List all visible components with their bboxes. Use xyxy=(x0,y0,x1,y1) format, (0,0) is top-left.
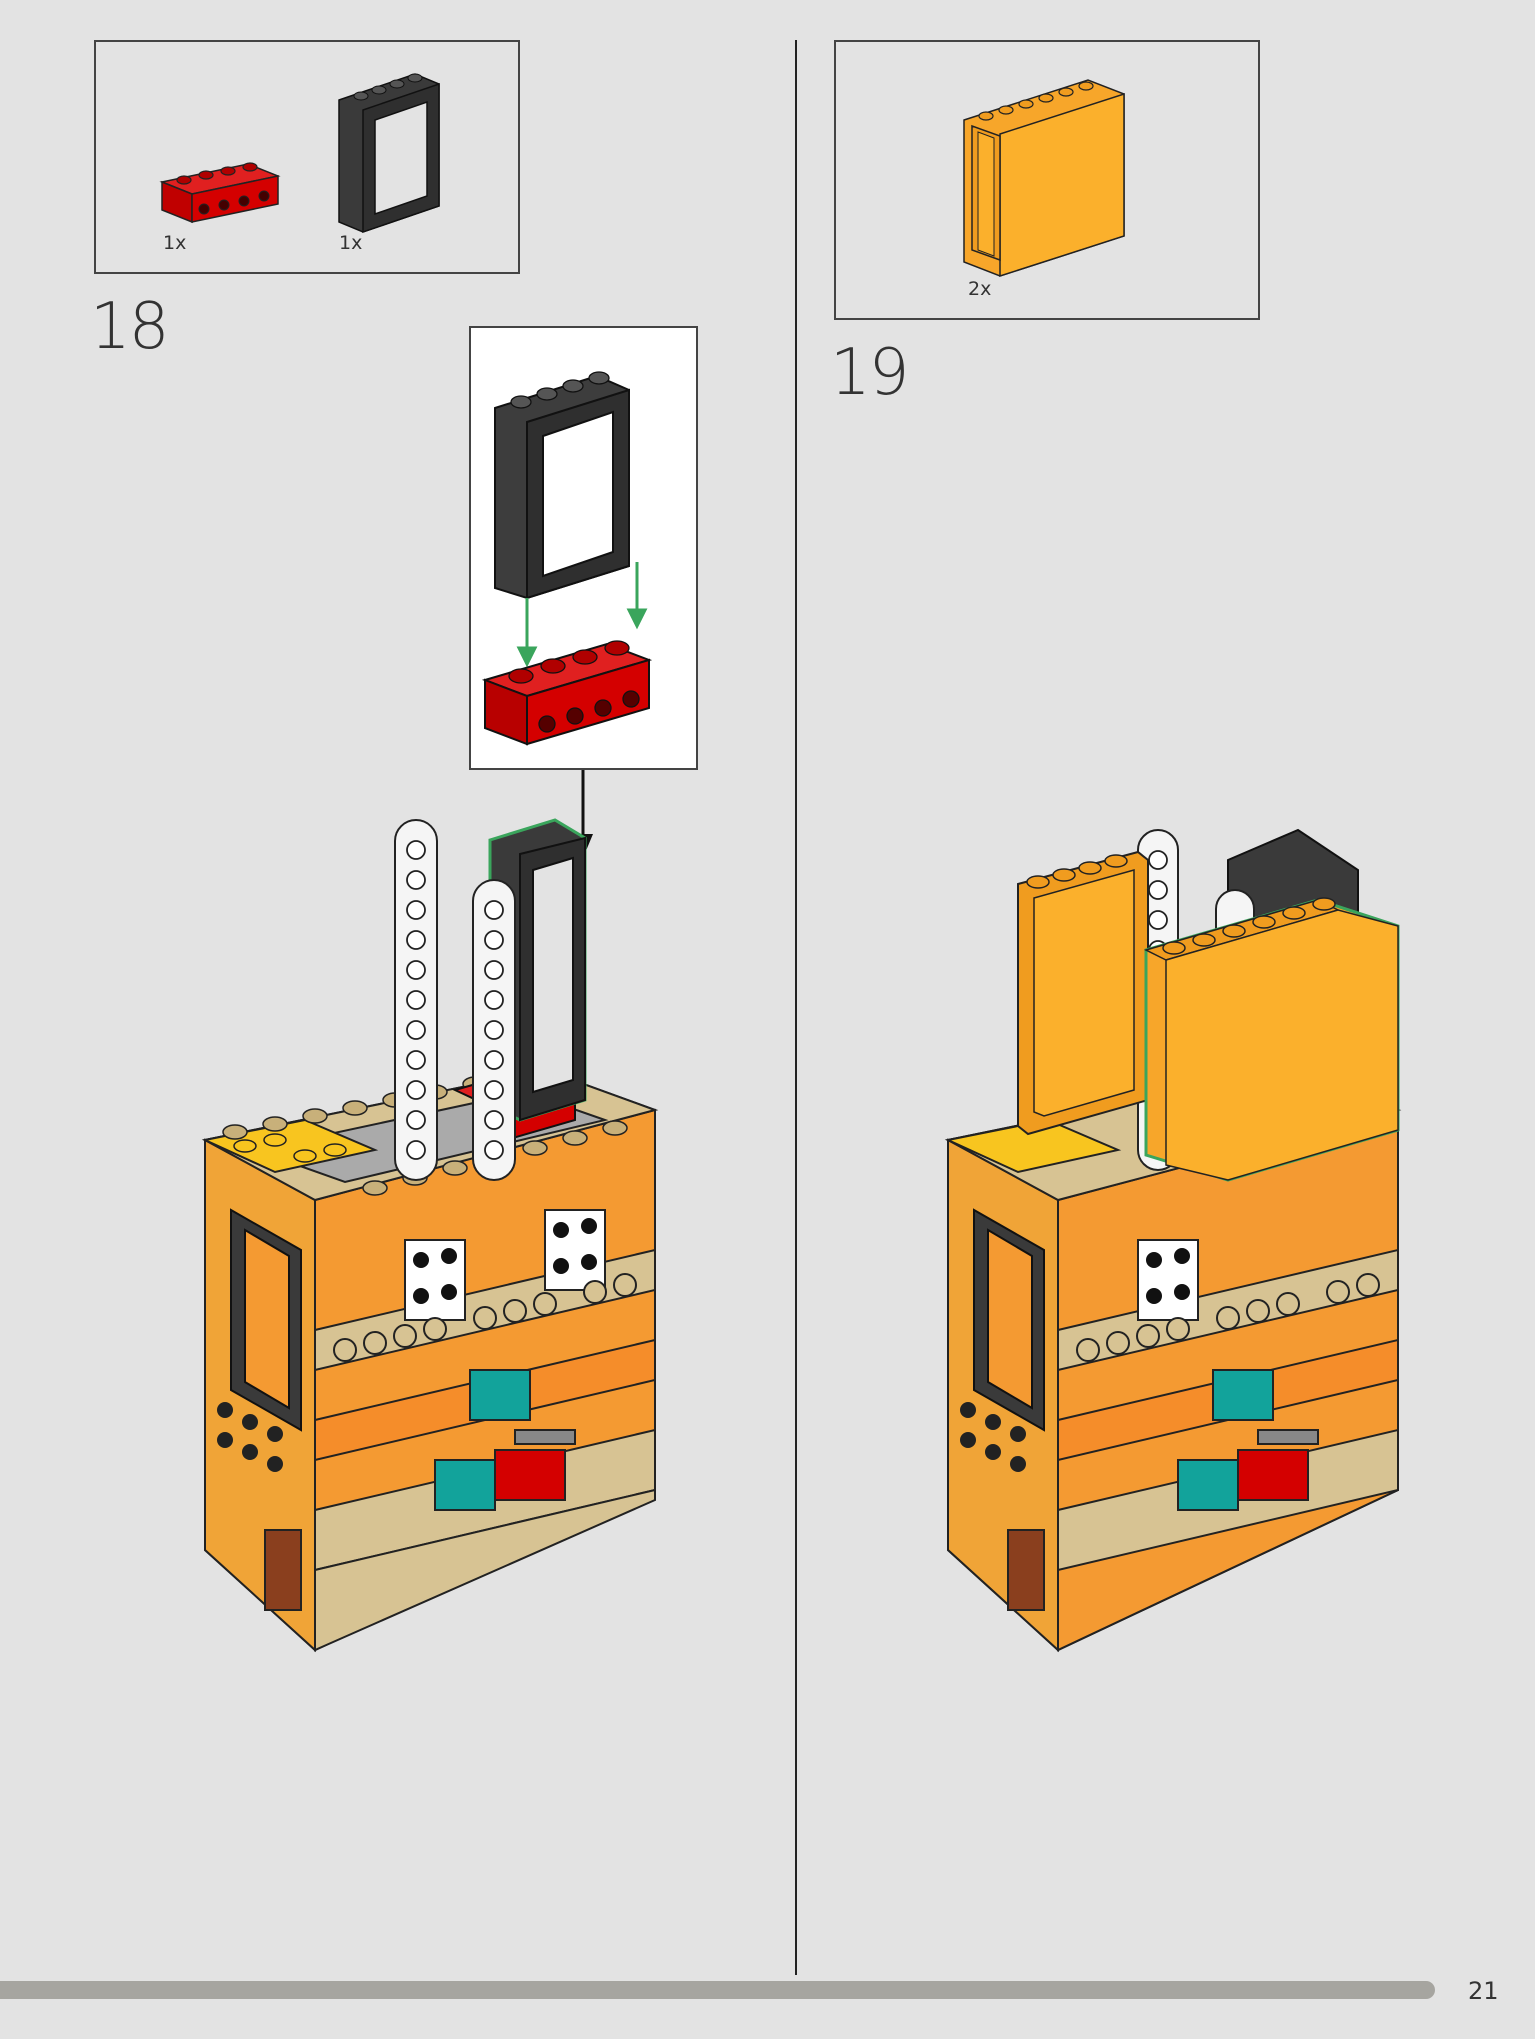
page-number: 21 xyxy=(1468,1977,1499,2005)
step-18-model-illustration xyxy=(201,818,659,1653)
part-qty-red-brick: 1x xyxy=(163,232,187,254)
progress-bar xyxy=(0,1981,1435,1999)
step-18-number: 18 xyxy=(90,290,169,364)
step-divider xyxy=(795,40,797,1975)
step-19-model-illustration xyxy=(944,828,1402,1653)
part-qty-black-frame: 1x xyxy=(339,232,363,254)
callout-assembly-illustration xyxy=(481,371,653,746)
red-brick-1x4-icon xyxy=(159,162,281,224)
step-19-parts-box: 2x xyxy=(834,40,1260,320)
orange-panel-icon xyxy=(963,79,1125,278)
step-19-number: 19 xyxy=(830,336,909,410)
green-arrow-icon xyxy=(516,562,648,668)
black-window-frame-icon xyxy=(338,73,440,234)
part-qty-orange-panel: 2x xyxy=(968,278,992,300)
step-18-parts-box: 1x 1x xyxy=(94,40,520,274)
